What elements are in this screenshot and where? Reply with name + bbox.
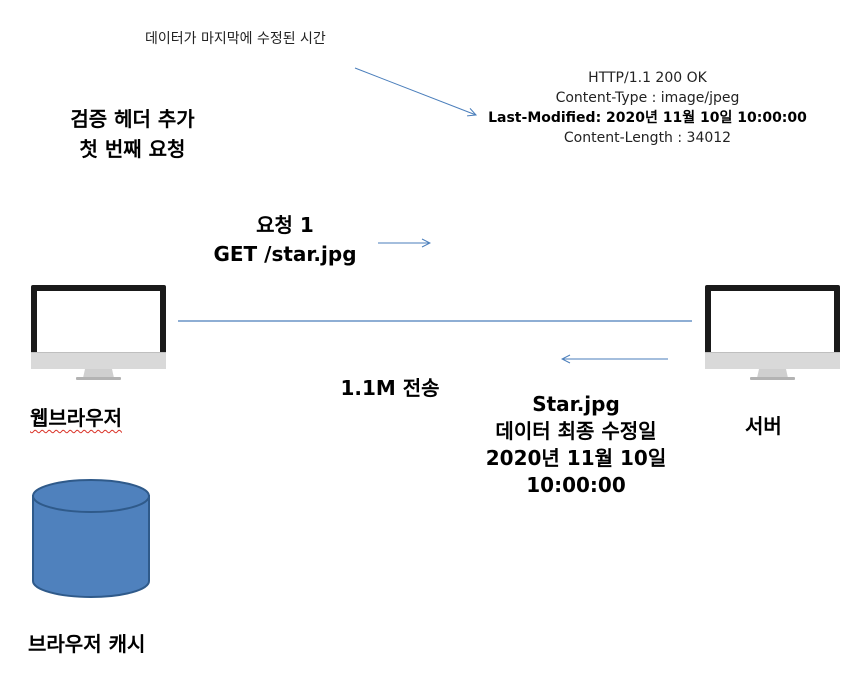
title-line-1: 검증 헤더 추가: [70, 107, 195, 131]
content-length-header: Content-Length : 34012: [563, 130, 732, 146]
cache-database-icon: [32, 479, 150, 598]
annotation-arrow: [354, 67, 476, 115]
last-modified-header: Last-Modified: 2020년 11월 10일 10:00:00: [488, 110, 807, 126]
server-label: 서버: [745, 414, 782, 438]
request-label: 요청 1 GET /star.jpg: [200, 211, 370, 269]
browser-label-text: 웹브라우저: [30, 406, 122, 430]
resource-modified-label: 데이터 최종 수정일: [495, 419, 657, 443]
server-monitor-icon: [705, 285, 840, 380]
resource-modified-date: 2020년 11월 10일: [485, 446, 667, 470]
response-headers: HTTP/1.1 200 OK Content-Type : image/jpe…: [470, 68, 825, 148]
annotation-label: 데이터가 마지막에 수정된 시간: [145, 31, 326, 47]
browser-monitor-icon: [31, 285, 166, 380]
transfer-label: 1.1M 전송: [340, 376, 440, 400]
resource-info: Star.jpg 데이터 최종 수정일 2020년 11월 10일 10:00:…: [465, 391, 687, 499]
resource-name: Star.jpg: [532, 392, 620, 416]
request-line-2: GET /star.jpg: [213, 242, 357, 266]
browser-label: 웹브라우저: [30, 402, 122, 431]
status-line: HTTP/1.1 200 OK: [588, 70, 707, 86]
cache-label: 브라우저 캐시: [28, 632, 146, 656]
content-type-header: Content-Type : image/jpeg: [555, 90, 740, 106]
resource-modified-time: 10:00:00: [526, 473, 626, 497]
request-line-1: 요청 1: [256, 213, 314, 237]
diagram-title: 검증 헤더 추가 첫 번째 요청: [30, 104, 235, 164]
title-line-2: 첫 번째 요청: [79, 137, 186, 161]
